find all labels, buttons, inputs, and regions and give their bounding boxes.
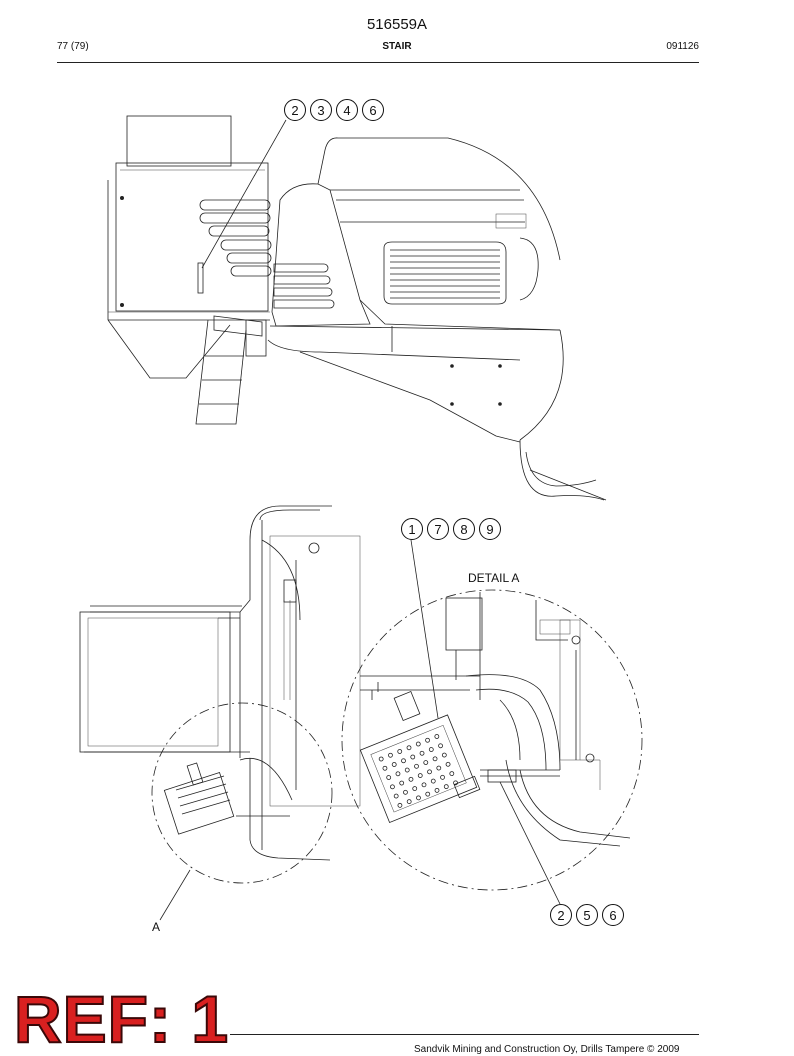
footer-copyright: Sandvik Mining and Construction Oy, Dril… xyxy=(414,1044,680,1055)
view-marker-label: A xyxy=(152,920,161,934)
callout-balloon: 4 xyxy=(336,99,358,121)
header-rule xyxy=(57,62,699,63)
footer-rule xyxy=(230,1034,699,1035)
page-number: 77 (79) xyxy=(57,41,89,52)
detail-a-view xyxy=(341,539,643,905)
callout-balloon: 6 xyxy=(602,904,624,926)
plan-view xyxy=(79,505,361,921)
callout-balloon: 2 xyxy=(284,99,306,121)
callout-balloon: 9 xyxy=(479,518,501,540)
detail-label: DETAIL A xyxy=(468,571,520,585)
callout-balloon: 5 xyxy=(576,904,598,926)
callout-balloon: 2 xyxy=(550,904,572,926)
callout-balloon: 1 xyxy=(401,518,423,540)
callout-balloon: 6 xyxy=(362,99,384,121)
revision-code: 091126 xyxy=(666,41,699,52)
callout-balloon: 8 xyxy=(453,518,475,540)
document-number: 516559A xyxy=(366,16,428,33)
callout-balloon: 7 xyxy=(427,518,449,540)
callout-balloon: 3 xyxy=(310,99,332,121)
top-machine-view xyxy=(107,115,607,501)
ref-stamp: REF: 1 xyxy=(13,982,230,1056)
section-title: STAIR xyxy=(382,41,412,52)
